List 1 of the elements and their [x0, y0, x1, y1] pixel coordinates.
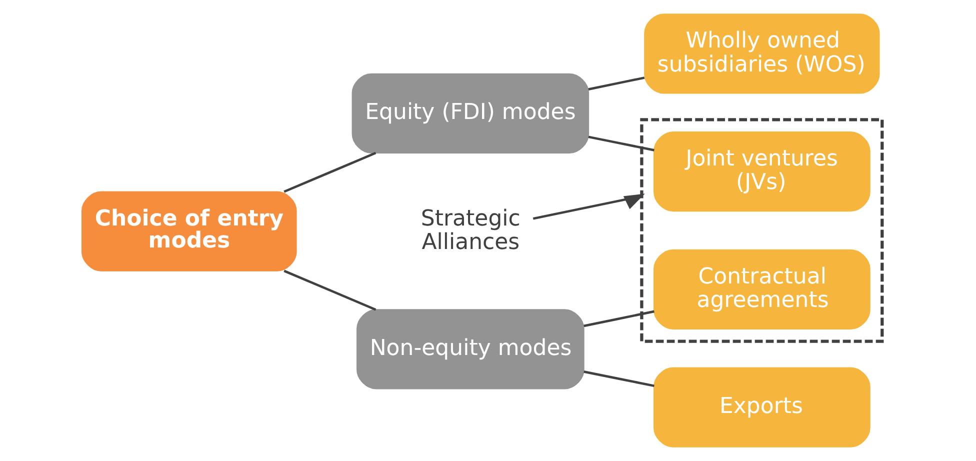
node-text: Strategic Alliances [420, 206, 520, 255]
